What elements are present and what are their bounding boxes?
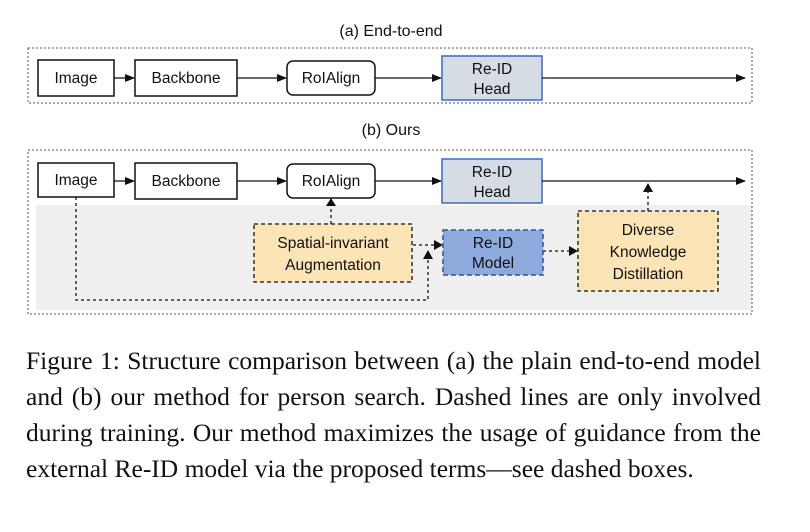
diverse-knowledge-distillation-box: Diverse Knowledge Distillation [577, 210, 719, 292]
panel-b-backbone-box: Backbone [134, 162, 238, 200]
dashed-arrowhead-up-sia [423, 250, 433, 259]
panel-a-reid-head-label-1: Re-ID [472, 61, 512, 78]
figure-caption: Figure 1: Structure comparison between (… [26, 346, 761, 483]
panel-b-roialign-label: RoIAlign [302, 173, 361, 190]
dashed-arrowhead-dkd [569, 246, 578, 256]
panel-a-image-label: Image [54, 70, 97, 87]
dashed-arrowhead-main [643, 183, 653, 192]
panel-b-reid-head-label-2: Head [473, 184, 510, 201]
dashed-arrowhead-reid-model [434, 240, 443, 250]
panel-a-title: (a) End-to-end [339, 23, 442, 40]
panel-b-reid-head-box: Re-ID Head [441, 158, 543, 204]
panel-b-image-box: Image [37, 162, 115, 198]
panel-b-frame [27, 149, 753, 315]
panel-b-title: (b) Ours [362, 122, 421, 139]
dkd-label-3: Distillation [613, 266, 684, 283]
dashed-image-to-sia [75, 197, 429, 301]
reid-model-box: Re-ID Model [442, 229, 544, 276]
reid-model-label-2: Model [472, 255, 514, 272]
panel-b-image-label: Image [54, 172, 97, 189]
panel-b-reid-head-label-1: Re-ID [472, 164, 512, 181]
panel-a-frame [27, 47, 753, 104]
structure-diagram: (a) End-to-end Image Backbone RoIAlign R… [27, 23, 753, 315]
panel-a-image-box: Image [37, 59, 115, 97]
panel-a-roialign-box: RoIAlign [286, 60, 376, 96]
reid-model-label-1: Re-ID [473, 235, 513, 252]
panel-a-reid-head-label-2: Head [473, 81, 510, 98]
sia-label-1: Spatial-invariant [277, 235, 389, 252]
dashed-arrowhead-roialign [326, 198, 336, 206]
panel-b-backbone-label: Backbone [152, 173, 221, 190]
dkd-label-1: Diverse [622, 222, 675, 239]
panel-a-backbone-box: Backbone [134, 59, 238, 97]
panel-b-roialign-box: RoIAlign [286, 163, 376, 199]
dkd-label-2: Knowledge [610, 244, 687, 261]
panel-a-backbone-label: Backbone [152, 70, 221, 87]
panel-a-roialign-label: RoIAlign [302, 70, 361, 87]
spatial-invariant-augmentation-box: Spatial-invariant Augmentation [253, 223, 413, 283]
sia-label-2: Augmentation [285, 257, 381, 274]
panel-a-reid-head-box: Re-ID Head [441, 55, 543, 101]
